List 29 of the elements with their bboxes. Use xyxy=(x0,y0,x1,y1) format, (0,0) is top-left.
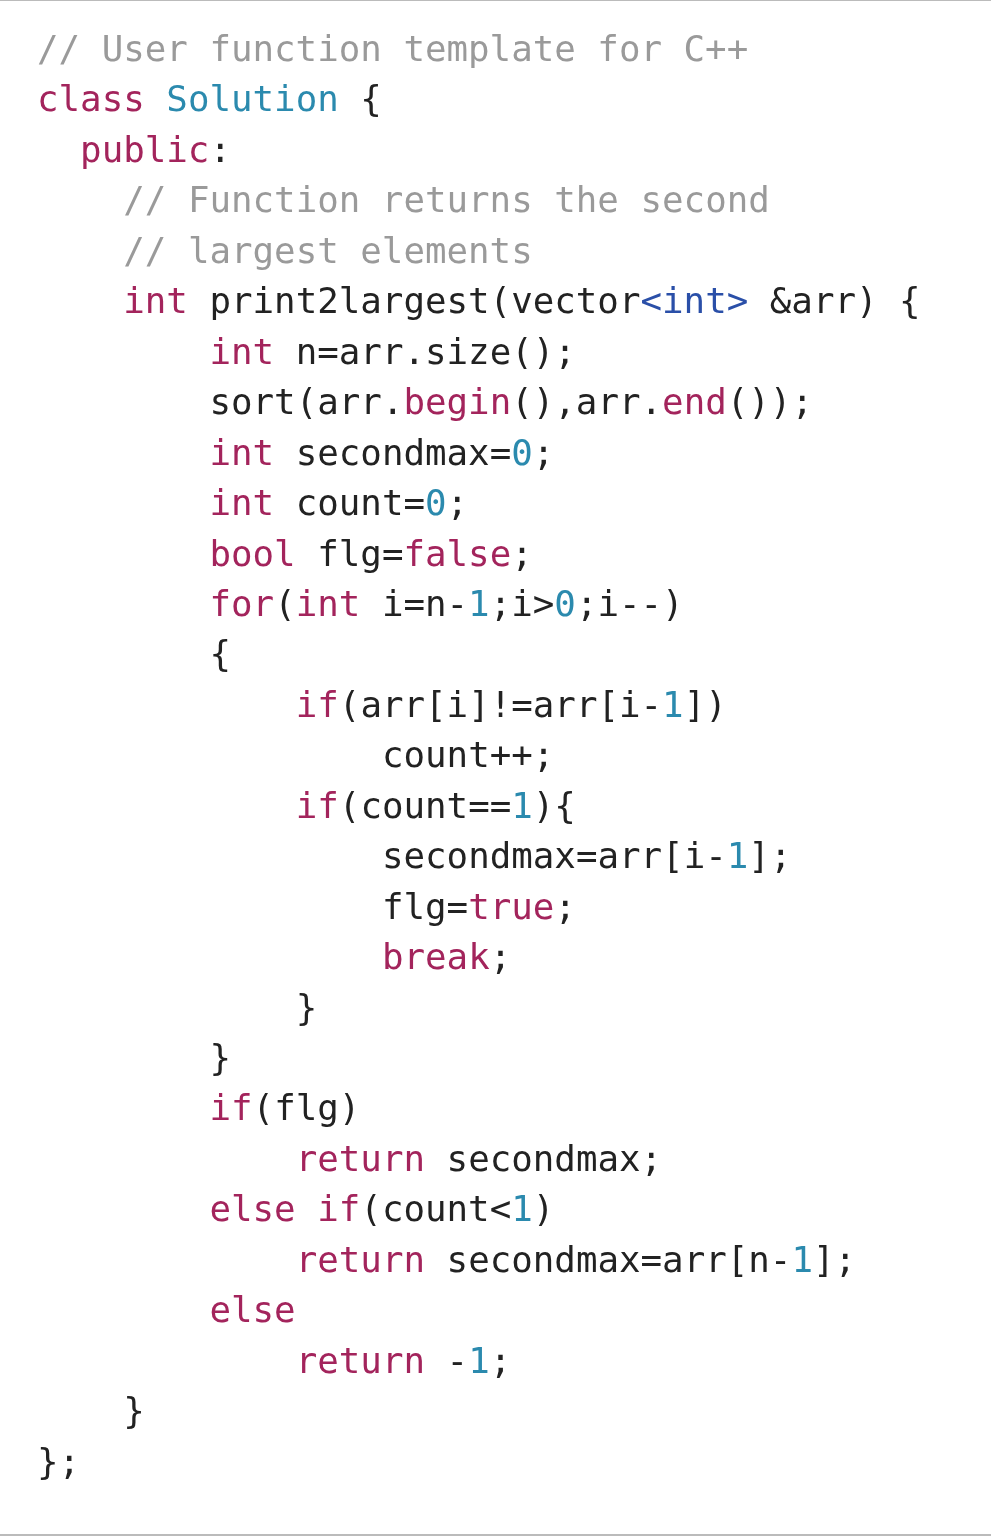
code-line: else if(count<1) xyxy=(209,1187,555,1232)
code-line: flg=true; xyxy=(381,884,576,929)
code-line: int print2largest(vector<int> &arr) { xyxy=(123,279,921,324)
code-line: class Solution { xyxy=(37,77,382,122)
code-line: else xyxy=(209,1288,296,1333)
code-line: if(flg) xyxy=(209,1086,361,1131)
code-line: }; xyxy=(37,1439,81,1484)
code-line: return secondmax; xyxy=(295,1136,663,1181)
code-line: int secondmax=0; xyxy=(209,430,555,475)
code-comment: // Function returns the second xyxy=(123,178,770,223)
code-line: break; xyxy=(381,935,512,980)
code-comment: // User function template for C++ xyxy=(37,27,749,71)
code-line: public: xyxy=(80,127,231,172)
code-line: return secondmax=arr[n-1]; xyxy=(295,1237,857,1282)
code-line: { xyxy=(209,632,232,677)
code-line: if(arr[i]!=arr[i-1]) xyxy=(295,682,727,727)
code-line: return -1; xyxy=(295,1338,512,1383)
code-line: count++; xyxy=(381,733,555,778)
code-comment: // largest elements xyxy=(123,228,533,273)
code-line: int n=arr.size(); xyxy=(209,329,576,374)
code-line: secondmax=arr[i-1]; xyxy=(381,834,792,879)
code-line: for(int i=n-1;i>0;i--) xyxy=(209,581,684,626)
code-line: int count=0; xyxy=(209,481,469,526)
code-line: sort(arr.begin(),arr.end()); xyxy=(209,380,813,425)
code-line: } xyxy=(209,1036,232,1080)
code-line: } xyxy=(123,1389,145,1434)
code-line: } xyxy=(295,985,318,1030)
code-line: bool flg=false; xyxy=(209,531,533,576)
code-line: if(count==1){ xyxy=(295,783,576,828)
